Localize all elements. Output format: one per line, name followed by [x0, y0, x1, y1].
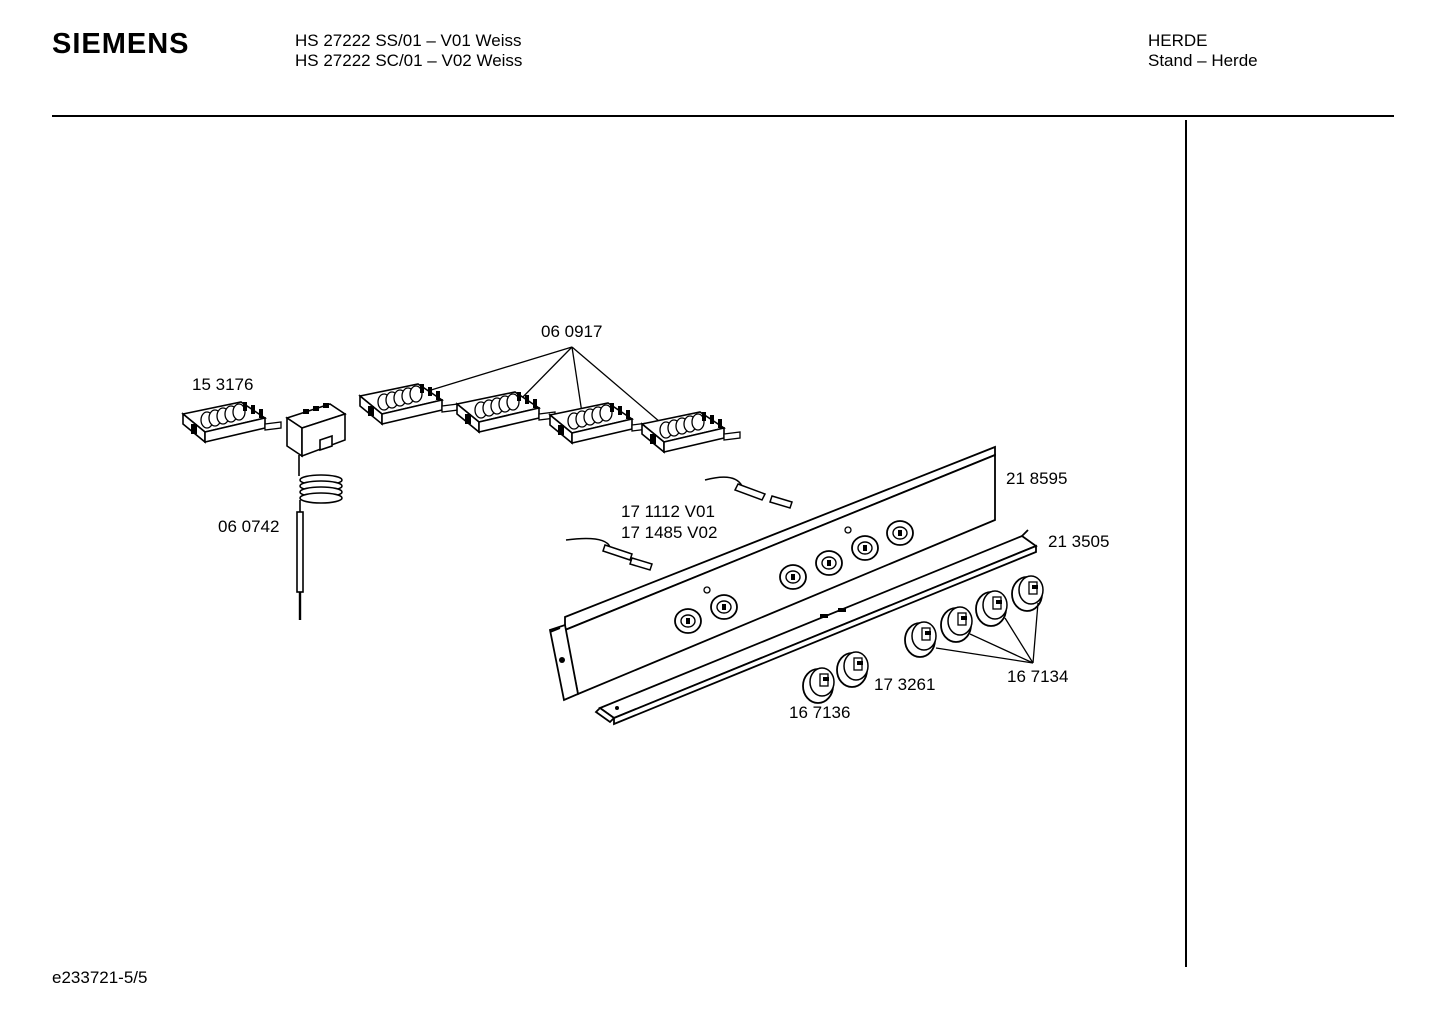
selector-switch-1 [359, 383, 459, 425]
header-divider [52, 115, 1394, 117]
label-060917: 06 0917 [541, 322, 602, 341]
panel-hole-5 [851, 535, 879, 561]
category-info: HERDE Stand – Herde [1148, 31, 1258, 71]
siemens-logo: SIEMENS [52, 28, 190, 60]
knob-167136 [802, 667, 835, 704]
label-218595: 21 8595 [1006, 469, 1067, 488]
indicator-lamp-lower [565, 537, 653, 571]
knob-173261 [836, 651, 869, 688]
indicator-lamp-upper [704, 476, 793, 509]
panel-hole-1 [674, 608, 702, 634]
panel-hole-2 [710, 594, 738, 620]
label-167136: 16 7136 [789, 703, 850, 722]
label-153176: 15 3176 [192, 375, 253, 394]
label-171485: 17 1485 V02 [621, 523, 717, 542]
knob-167134-2 [940, 606, 973, 643]
category-line-1: HERDE [1148, 31, 1208, 50]
trim-strip-213505 [594, 529, 1038, 726]
category-line-2: Stand – Herde [1148, 51, 1258, 70]
knob-167134-3 [975, 590, 1008, 627]
label-060742: 06 0742 [218, 517, 279, 536]
label-213505: 21 3505 [1048, 532, 1109, 551]
label-167134: 16 7134 [1007, 667, 1068, 686]
panel-lamp-hole-1 [703, 586, 711, 594]
panel-hole-3 [779, 564, 807, 590]
panel-hole-4 [815, 550, 843, 576]
panel-hole-6 [886, 520, 914, 546]
leader-lines-060917 [417, 346, 661, 423]
document-id: e233721-5/5 [52, 968, 148, 987]
panel-lamp-hole-2 [844, 526, 852, 534]
label-173261: 17 3261 [874, 675, 935, 694]
selector-switch-4 [641, 411, 741, 453]
side-divider [1185, 120, 1187, 967]
model-info: HS 27222 SS/01 – V01 Weiss HS 27222 SC/0… [295, 31, 522, 71]
selector-switch-3 [549, 402, 649, 444]
model-line-2: HS 27222 SC/01 – V02 Weiss [295, 51, 523, 70]
selector-switch-153176 [182, 401, 282, 443]
thermostat-060742 [285, 403, 347, 620]
model-line-1: HS 27222 SS/01 – V01 Weiss [295, 31, 522, 50]
knob-167134-1 [904, 621, 937, 658]
leader-lines-167134 [935, 602, 1039, 664]
label-171112: 17 1112 V01 [621, 502, 715, 521]
selector-switch-2 [456, 391, 556, 433]
